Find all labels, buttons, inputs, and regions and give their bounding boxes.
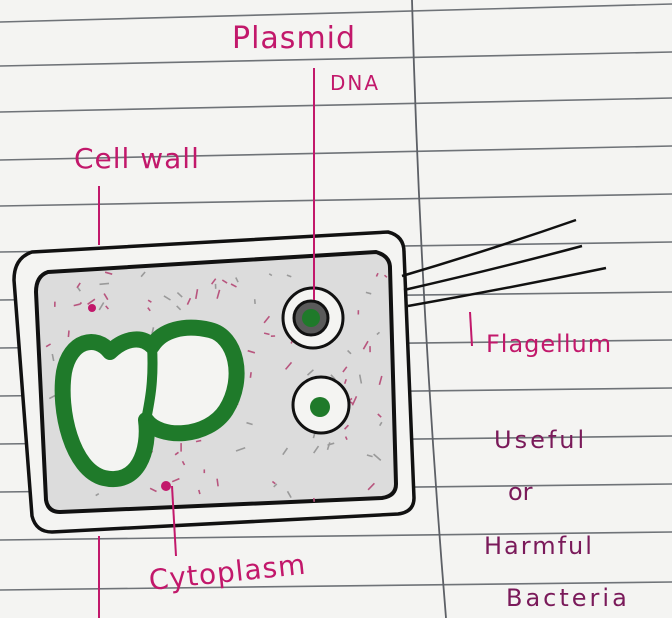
cytoplasm-speckle [68,331,69,338]
cytoplasm-speckle [100,283,110,284]
cytoplasm-speckle [250,372,251,378]
side-note-line-4: Bacteria [506,584,630,612]
side-note-line-3: Harmful [484,532,594,560]
flagellum-pointer [470,312,472,346]
margin-line [412,0,446,618]
side-note-line-1: Useful [494,426,587,454]
flagellum-label: Flagellum [486,330,612,358]
side-note-line-2: or [508,478,533,506]
cytoplasm-label: Cytoplasm [147,548,307,597]
cytoplasm-speckle [196,441,201,442]
cytoplasm-speckle [217,479,218,487]
plasmid-lower [293,377,349,433]
plasmid-label: Plasmid [232,21,356,56]
cytoplasm-speckle [199,490,200,494]
cell-wall-label: Cell wall [74,142,200,175]
dna-label: DNA [330,71,380,95]
